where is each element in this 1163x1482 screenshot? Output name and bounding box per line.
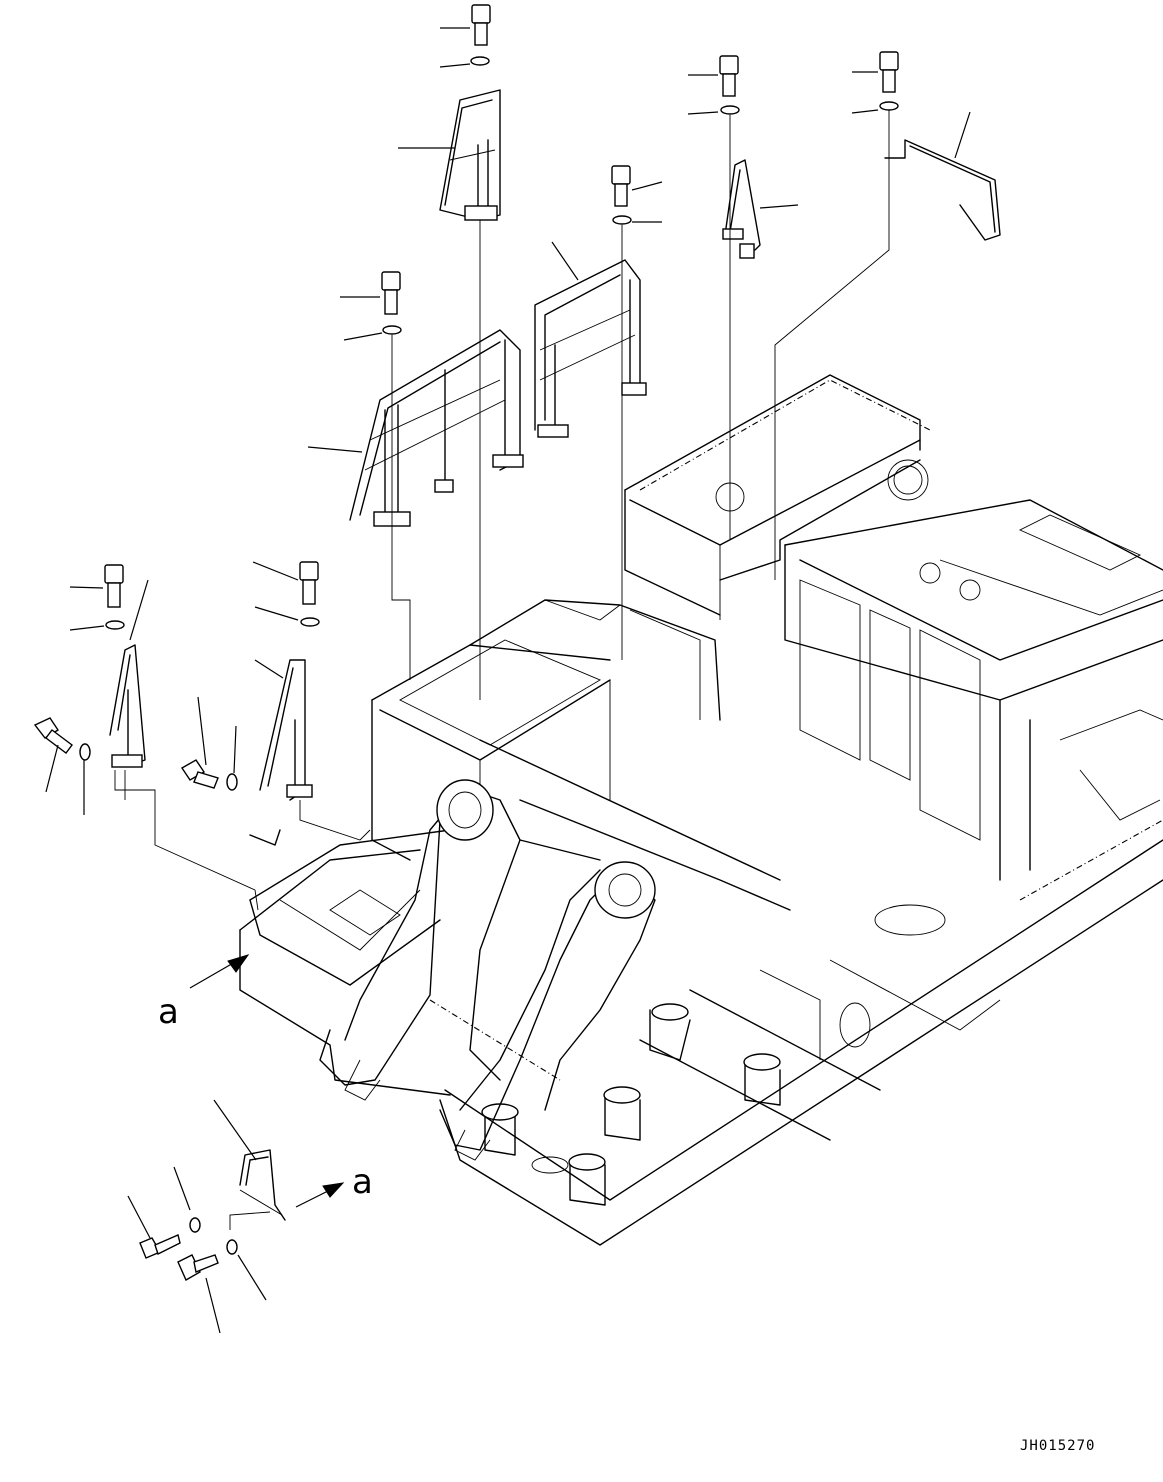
bolt-left-a (104, 564, 125, 630)
drawing-code: JH015270 (1020, 1438, 1095, 1454)
bottom-bolts (139, 1217, 238, 1281)
bolt-long (381, 271, 402, 335)
view-arrow-a-right: a (295, 1162, 373, 1208)
boom-brackets (319, 739, 791, 1161)
bolt-vertical (719, 55, 740, 115)
upper-frame (239, 374, 1163, 1246)
handrail-left-a (109, 644, 146, 768)
view-label-a-left: a (158, 992, 179, 1032)
assembly-lines (114, 110, 890, 1230)
bolt-middle (611, 165, 632, 225)
side-bolts (33, 717, 238, 791)
bolt-left-b (299, 561, 320, 627)
handrail-long (349, 329, 524, 527)
handrail-vertical (722, 159, 761, 259)
handrail-bottom (239, 1149, 286, 1221)
handrail-middle (534, 259, 647, 438)
handrail-left-b (249, 659, 313, 846)
grab-bar (884, 139, 1001, 241)
bolt-top (470, 4, 491, 66)
bolt-grab-bar (879, 51, 899, 111)
handrail-top (439, 89, 501, 221)
view-label-a-right: a (352, 1162, 373, 1202)
leader-lines (45, 27, 971, 1334)
view-arrow-a-left: a (158, 954, 250, 1032)
